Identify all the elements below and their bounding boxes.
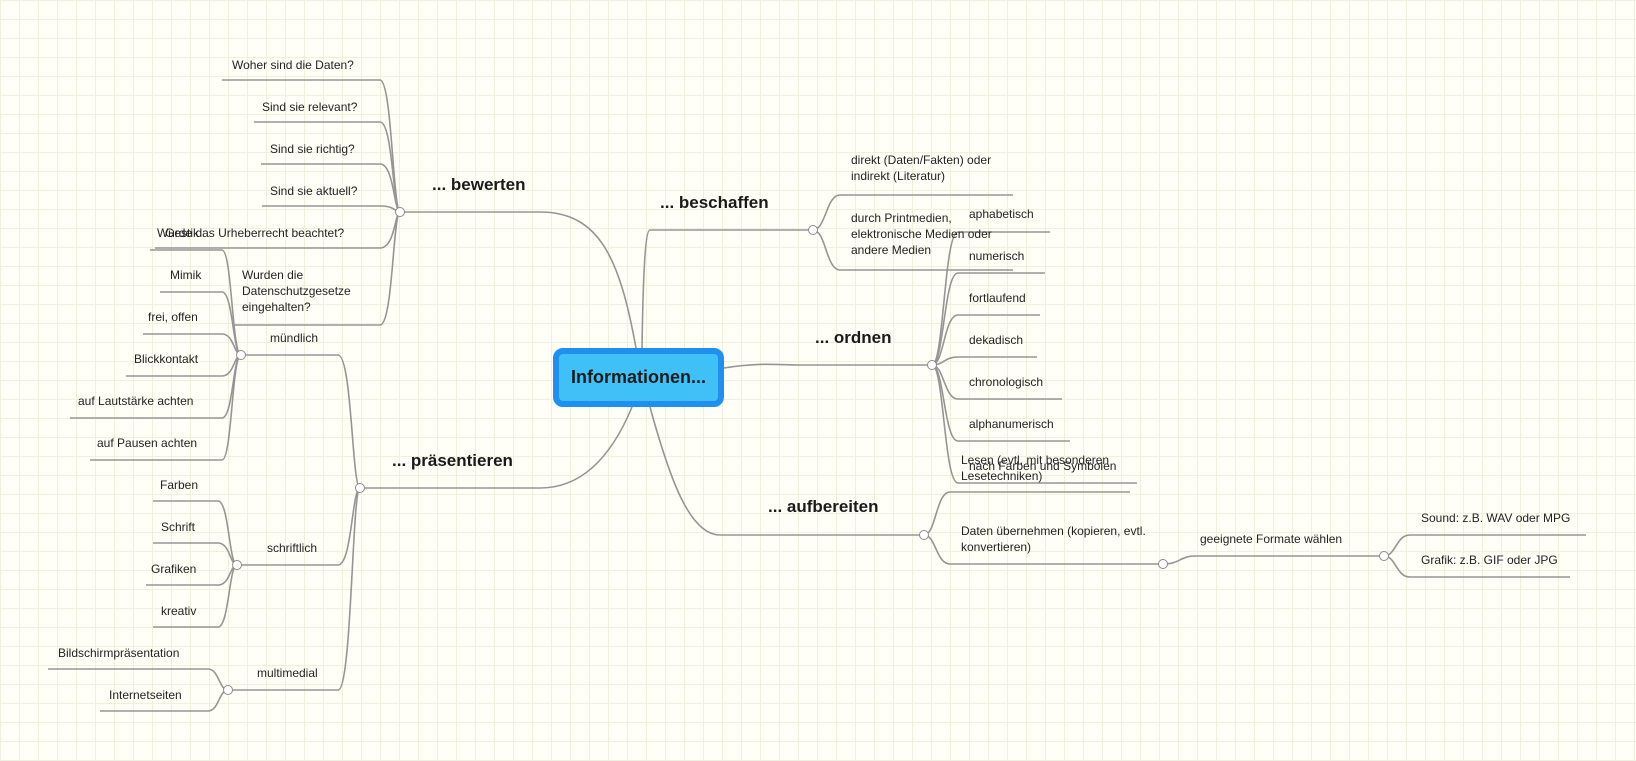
connector-aufbereiten xyxy=(649,406,924,536)
collapse-toggle-formate[interactable] xyxy=(1379,551,1389,561)
multimedial-item[interactable]: Internetseiten xyxy=(109,688,182,702)
format-item[interactable]: Sound: z.B. WAV oder MPG xyxy=(1421,511,1571,525)
muendlich-item[interactable]: Gestik xyxy=(165,226,200,240)
muendlich-item[interactable]: Mimik xyxy=(170,268,202,282)
bewerten-item[interactable]: Sind sie aktuell? xyxy=(270,184,358,198)
aufbereiten-item[interactable]: Lesen (evtl. mit besonderen Lesetechnike… xyxy=(961,453,1110,483)
ordnen-item[interactable]: alphanumerisch xyxy=(969,417,1054,431)
collapse-toggle-daten[interactable] xyxy=(1158,559,1168,569)
ordnen-item[interactable]: dekadisch xyxy=(969,333,1024,347)
ordnen-item[interactable]: fortlaufend xyxy=(969,291,1026,305)
multimedial-item[interactable]: Bildschirmpräsentation xyxy=(58,646,180,660)
praesentieren-muendlich[interactable]: mündlich xyxy=(270,331,319,345)
muendlich-item[interactable]: auf Lautstärke achten xyxy=(78,394,194,408)
branch-praesentieren[interactable]: ... präsentieren xyxy=(392,451,513,470)
formats-label[interactable]: geeignete Formate wählen xyxy=(1200,532,1343,546)
collapse-toggle-bewerten[interactable] xyxy=(395,207,405,217)
bewerten-item[interactable]: Woher sind die Daten? xyxy=(232,58,354,72)
praesentieren-schriftlich[interactable]: schriftlich xyxy=(267,541,318,555)
schriftlich-item[interactable]: Farben xyxy=(160,478,199,492)
collapse-toggle-praesentieren[interactable] xyxy=(355,483,365,493)
ordnen-item[interactable]: nach Farben und Symbolen xyxy=(969,459,1117,473)
bewerten-item[interactable]: Sind sie richtig? xyxy=(270,142,355,156)
muendlich-item[interactable]: Blickkontakt xyxy=(134,352,199,366)
collapse-toggle-multimedial[interactable] xyxy=(223,685,233,695)
beschaffen-item[interactable]: direkt (Daten/Fakten) oder indirekt (Lit… xyxy=(851,153,992,183)
collapse-toggle-muendlich[interactable] xyxy=(236,350,246,360)
central-node[interactable]: Informationen... xyxy=(553,348,724,407)
muendlich-item[interactable]: auf Pausen achten xyxy=(97,436,198,450)
schriftlich-item[interactable]: Schrift xyxy=(161,520,196,534)
collapse-toggle-schriftlich[interactable] xyxy=(232,560,242,570)
beschaffen-item[interactable]: durch Printmedien, elektronische Medien … xyxy=(851,211,992,257)
connector-beschaffen xyxy=(641,229,813,349)
format-item[interactable]: Grafik: z.B. GIF oder JPG xyxy=(1421,553,1558,567)
schriftlich-item[interactable]: Grafiken xyxy=(151,562,197,576)
bewerten-item[interactable]: Wurden die Datenschutzgesetze eingehalte… xyxy=(242,268,351,314)
ordnen-item[interactable]: chronologisch xyxy=(969,375,1044,389)
bewerten-item[interactable]: Sind sie relevant? xyxy=(262,100,358,114)
branch-ordnen[interactable]: ... ordnen xyxy=(815,328,892,347)
collapse-toggle-aufbereiten[interactable] xyxy=(919,530,929,540)
collapse-toggle-beschaffen[interactable] xyxy=(808,225,818,235)
branch-aufbereiten[interactable]: ... aufbereiten xyxy=(768,497,879,516)
branch-beschaffen[interactable]: ... beschaffen xyxy=(660,193,769,212)
bewerten-item[interactable]: Wurde das Urheberrecht beachtet? xyxy=(157,226,345,240)
connector-bewerten xyxy=(400,211,637,349)
ordnen-item[interactable]: aphabetisch xyxy=(969,207,1034,221)
connector-ordnen xyxy=(723,363,932,369)
muendlich-item[interactable]: frei, offen xyxy=(148,310,198,324)
praesentieren-multimedial[interactable]: multimedial xyxy=(257,666,318,680)
connector-praesentieren xyxy=(360,406,633,489)
ordnen-item[interactable]: numerisch xyxy=(969,249,1025,263)
branch-bewerten[interactable]: ... bewerten xyxy=(432,175,526,194)
collapse-toggle-ordnen[interactable] xyxy=(927,360,937,370)
schriftlich-item[interactable]: kreativ xyxy=(161,604,197,618)
aufbereiten-item[interactable]: Daten übernehmen (kopieren, evtl. konver… xyxy=(961,524,1146,554)
